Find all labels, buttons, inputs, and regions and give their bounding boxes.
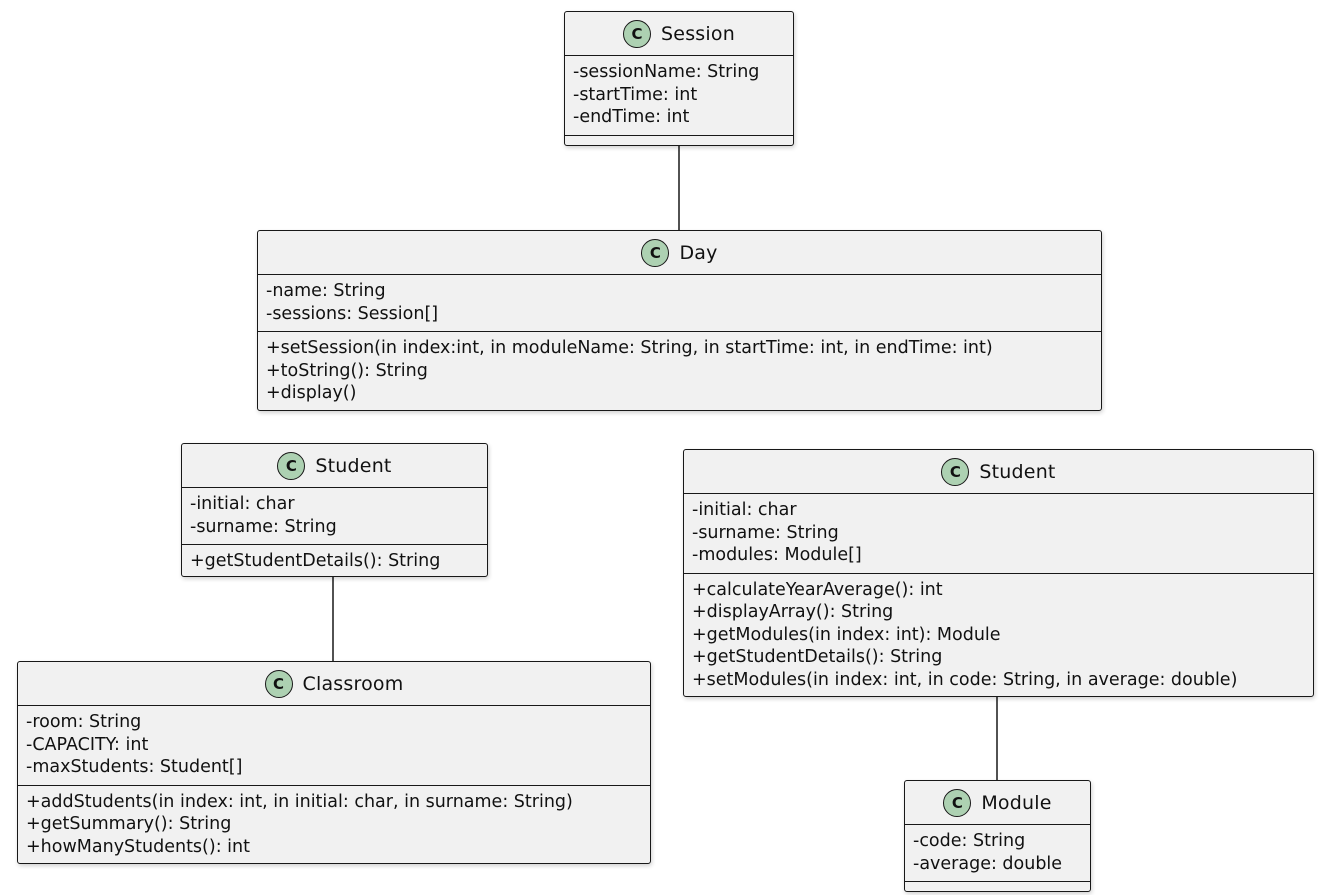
methods-section xyxy=(905,881,1090,891)
method: +calculateYearAverage(): int xyxy=(692,579,943,600)
class-badge-icon: C xyxy=(264,669,293,698)
class-badge-icon: C xyxy=(277,451,306,480)
class-name: Student xyxy=(979,460,1056,483)
attributes-section: -sessionName: String -startTime: int -en… xyxy=(565,56,793,135)
class-day[interactable]: C Day -name: String -sessions: Session[]… xyxy=(257,230,1102,411)
attribute: -modules: Module[] xyxy=(692,545,862,565)
attribute: -initial: char xyxy=(190,494,295,514)
method: +howManyStudents(): int xyxy=(26,836,250,857)
method: +addStudents(in index: int, in initial: … xyxy=(26,791,573,812)
class-badge-icon: C xyxy=(941,457,970,486)
class-name: Module xyxy=(981,791,1052,814)
attributes-section: -initial: char -surname: String xyxy=(182,488,487,544)
method: +setModules(in index: int, in code: Stri… xyxy=(692,669,1238,690)
attribute: -maxStudents: Student[] xyxy=(26,757,243,777)
attribute: -endTime: int xyxy=(573,107,690,127)
attribute: -startTime: int xyxy=(573,84,698,105)
class-header: C Student xyxy=(182,444,487,488)
class-module[interactable]: C Module -code: String -average: double xyxy=(904,780,1091,892)
class-classroom[interactable]: C Classroom -room: String -CAPACITY: int… xyxy=(17,661,651,864)
attribute: -surname: String xyxy=(190,516,337,537)
method: +displayArray(): String xyxy=(692,602,894,622)
attribute: -code: String xyxy=(913,831,1026,851)
class-name: Session xyxy=(661,22,735,45)
class-header: C Module xyxy=(905,781,1090,825)
class-name: Classroom xyxy=(302,672,404,695)
class-badge-icon: C xyxy=(623,19,652,48)
method: +display() xyxy=(266,383,357,403)
methods-section: +setSession(in index:int, in moduleName:… xyxy=(258,331,1101,410)
method: +toString(): String xyxy=(266,360,428,381)
class-badge-icon: C xyxy=(641,238,670,267)
method: +getSummary(): String xyxy=(26,814,232,834)
method: +getStudentDetails(): String xyxy=(190,551,441,571)
class-header: C Day xyxy=(258,231,1101,275)
class-student-right[interactable]: C Student -initial: char -surname: Strin… xyxy=(683,449,1314,697)
methods-section: +calculateYearAverage(): int +displayArr… xyxy=(684,572,1313,697)
class-name: Day xyxy=(679,241,718,264)
class-header: C Session xyxy=(565,12,793,56)
methods-section: +getStudentDetails(): String xyxy=(182,544,487,576)
attributes-section: -name: String -sessions: Session[] xyxy=(258,275,1101,331)
methods-section xyxy=(565,134,793,145)
method: +setSession(in index:int, in moduleName:… xyxy=(266,338,993,358)
attributes-section: -code: String -average: double xyxy=(905,825,1090,881)
attribute: -CAPACITY: int xyxy=(26,734,149,755)
class-session[interactable]: C Session -sessionName: String -startTim… xyxy=(564,11,794,146)
attributes-section: -room: String -CAPACITY: int -maxStudent… xyxy=(18,706,650,785)
class-header: C Student xyxy=(684,450,1313,494)
method: +getStudentDetails(): String xyxy=(692,647,943,667)
method: +getModules(in index: int): Module xyxy=(692,624,1001,645)
methods-section: +addStudents(in index: int, in initial: … xyxy=(18,784,650,864)
attribute: -surname: String xyxy=(692,522,839,543)
attribute: -sessions: Session[] xyxy=(266,303,439,324)
attribute: -initial: char xyxy=(692,500,797,520)
attribute: -average: double xyxy=(913,853,1063,874)
attributes-section: -initial: char -surname: String -modules… xyxy=(684,494,1313,573)
attribute: -room: String xyxy=(26,712,142,732)
attribute: -sessionName: String xyxy=(573,62,760,82)
class-header: C Classroom xyxy=(18,662,650,706)
class-name: Student xyxy=(315,454,392,477)
class-student-left[interactable]: C Student -initial: char -surname: Strin… xyxy=(181,443,488,577)
class-badge-icon: C xyxy=(943,788,972,817)
attribute: -name: String xyxy=(266,281,386,301)
